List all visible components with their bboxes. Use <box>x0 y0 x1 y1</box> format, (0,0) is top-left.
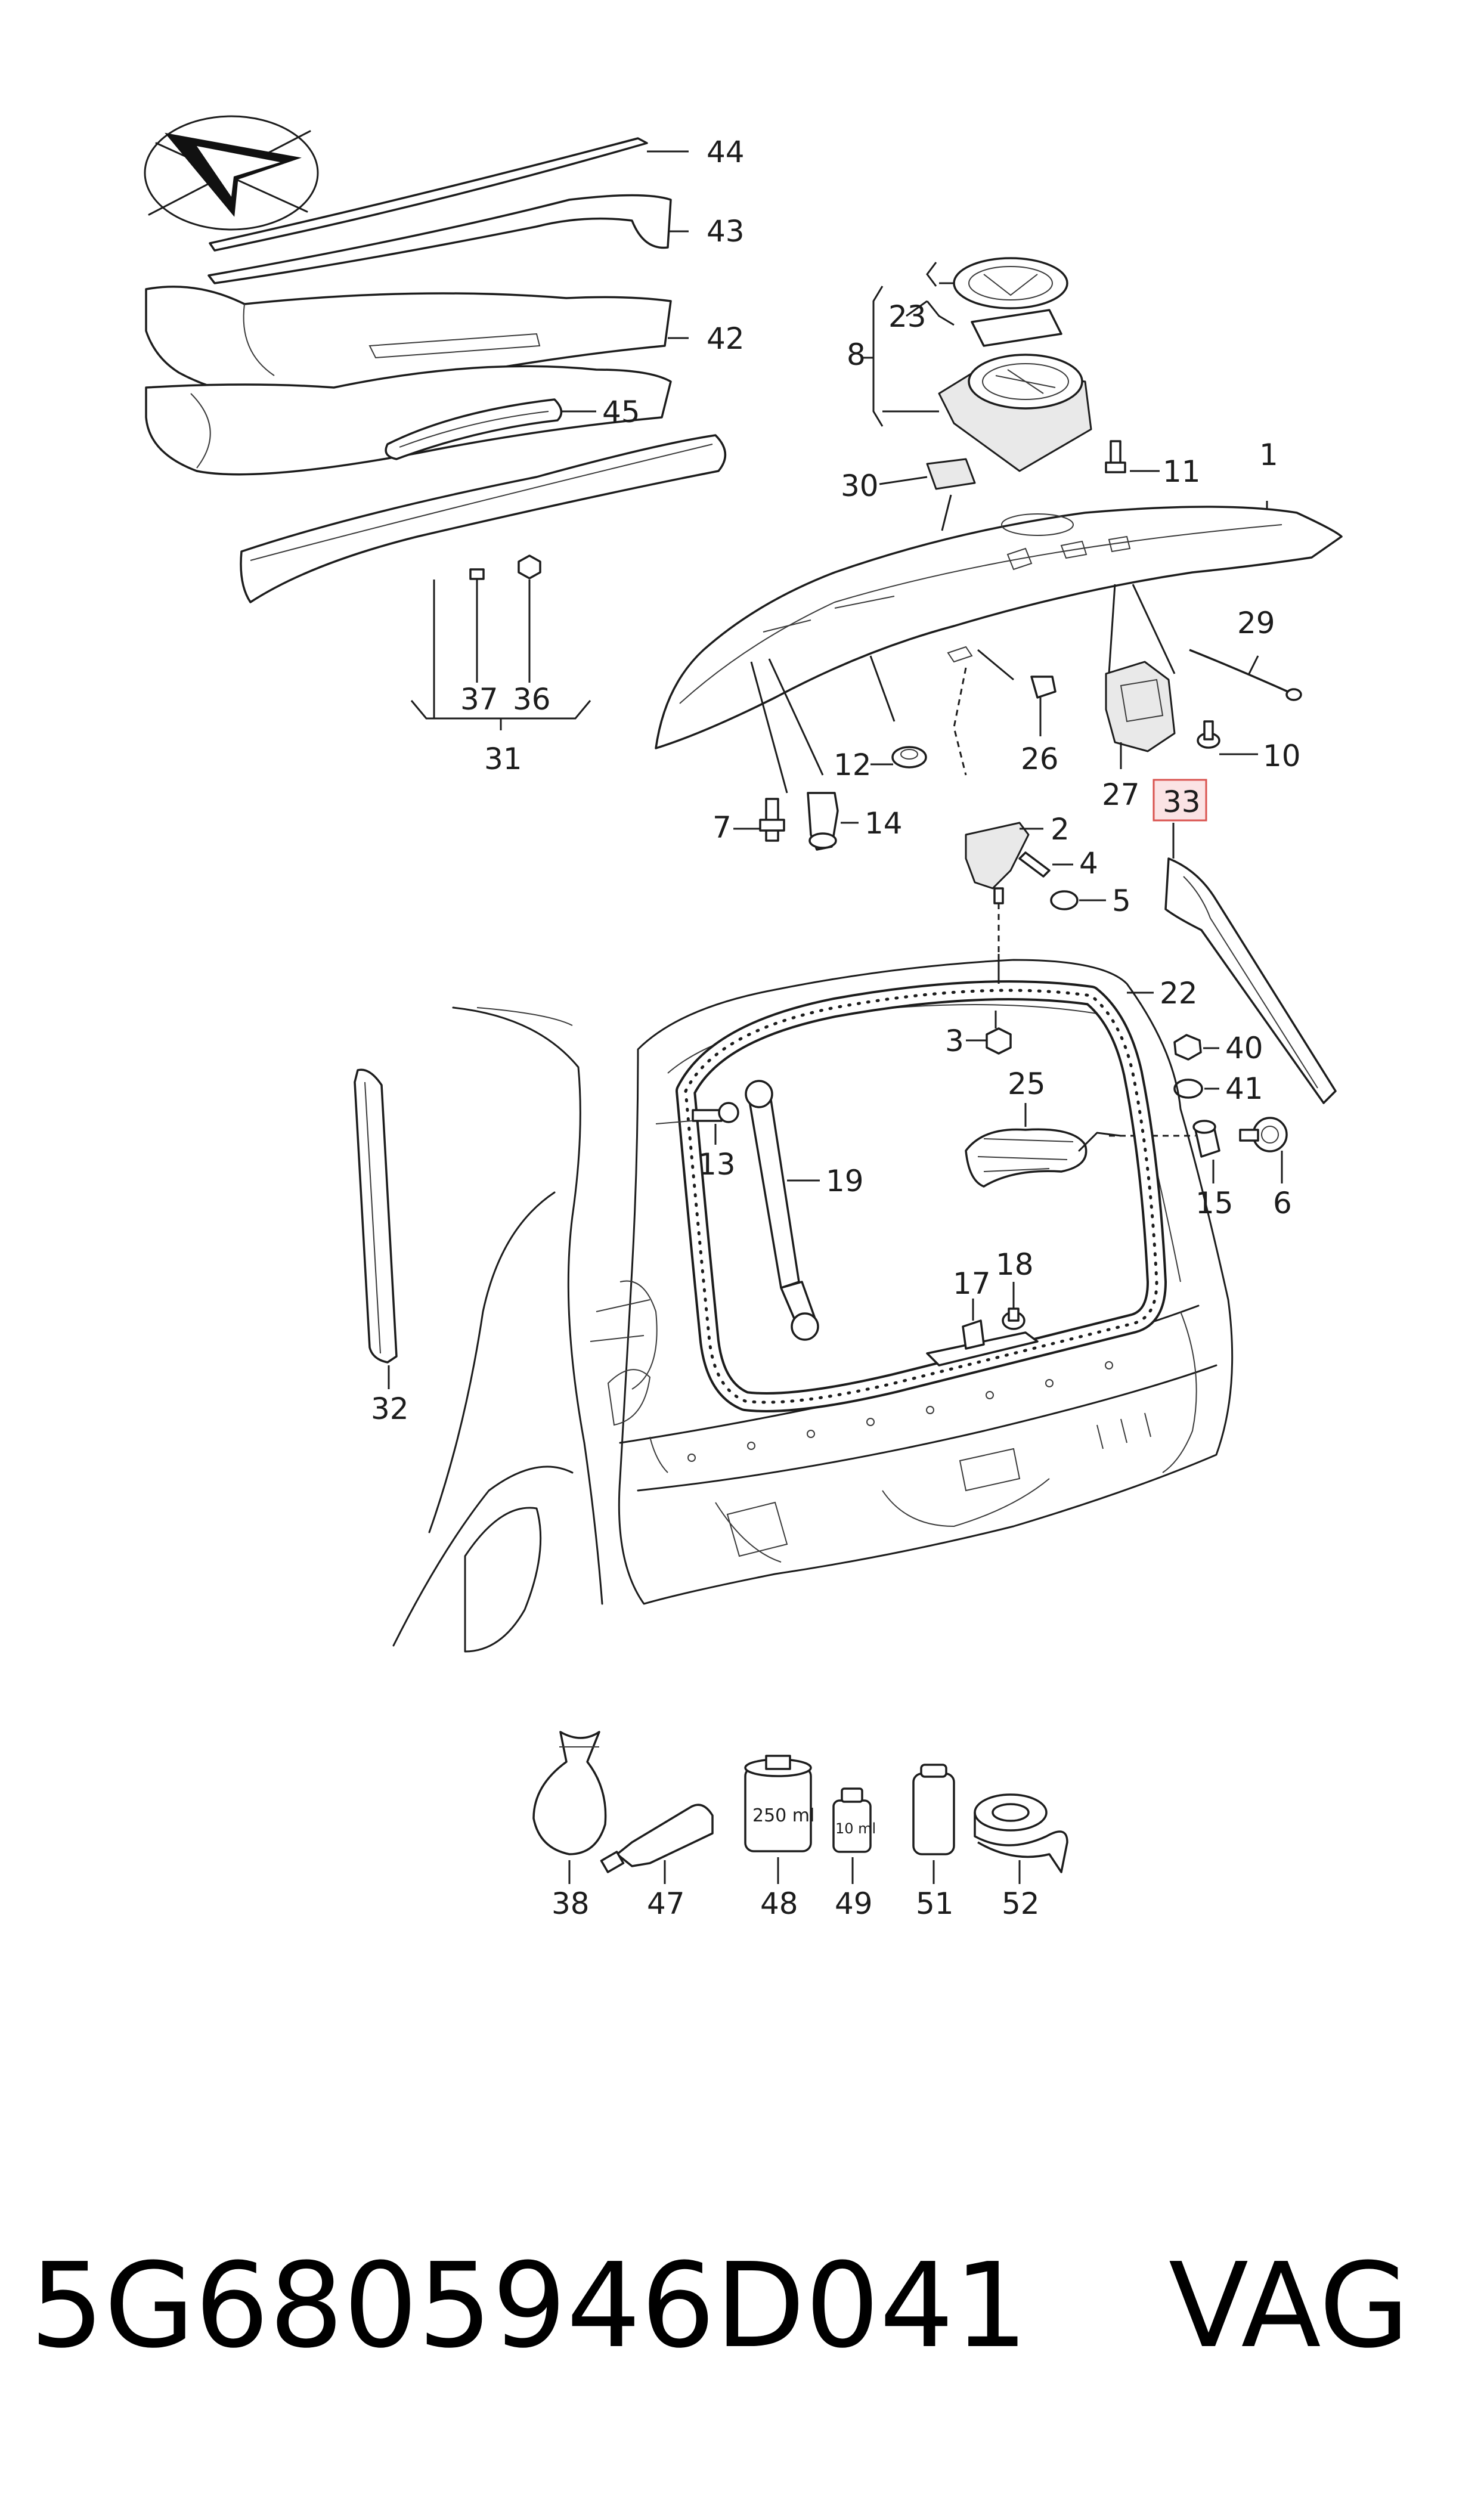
grommet-12 <box>870 746 927 769</box>
bolt-4 <box>1018 851 1073 878</box>
callout-14: 14 <box>865 806 903 841</box>
callout-45: 45 <box>602 395 640 429</box>
callout-43: 43 <box>707 214 745 249</box>
callout-29: 29 <box>1237 606 1275 640</box>
nut-40 <box>1173 1034 1219 1061</box>
clip-26 <box>1030 676 1057 736</box>
cable-29 <box>1189 649 1302 701</box>
callout-22: 22 <box>1160 976 1198 1011</box>
callout-51: 51 <box>916 1886 954 1921</box>
buffer-15 <box>1109 1120 1220 1183</box>
hinge-2 <box>965 822 1043 954</box>
tape-roll-52 <box>974 1793 1068 1884</box>
brake-light-45 <box>385 398 596 460</box>
bolt-18 <box>1002 1282 1026 1330</box>
screw-11 <box>1105 440 1160 473</box>
callout-38: 38 <box>552 1886 590 1921</box>
callout-17: 17 <box>953 1266 991 1301</box>
callout-48: 48 <box>760 1886 798 1921</box>
trim-strip-44 <box>209 137 689 252</box>
callout-31: 31 <box>484 742 522 776</box>
callout-4: 4 <box>1079 846 1098 881</box>
callout-40: 40 <box>1225 1031 1263 1065</box>
lock-27 <box>1105 661 1176 769</box>
callout-3: 3 <box>945 1024 964 1058</box>
callout-1: 1 <box>1259 438 1278 472</box>
orientation-symbol <box>144 115 319 231</box>
callout-18: 18 <box>996 1247 1034 1282</box>
callout-7: 7 <box>712 810 732 845</box>
sealant-bag-38 <box>532 1731 607 1884</box>
bolt-7 <box>733 798 785 842</box>
bracket-23 <box>906 262 955 326</box>
screw-37 <box>469 568 485 683</box>
callout-44: 44 <box>707 135 745 169</box>
bracket-31 <box>410 580 591 730</box>
callout-11: 11 <box>1163 454 1201 489</box>
side-trim-32 <box>354 1068 398 1389</box>
callout-37: 37 <box>460 682 498 717</box>
callout-49: 49 <box>835 1886 873 1921</box>
callout-15: 15 <box>1195 1186 1234 1220</box>
bracket-8 <box>862 286 884 427</box>
gas-strut-19 <box>745 1080 820 1341</box>
callout-labels: 44 43 42 45 37 36 31 23 8 11 1 30 29 12 … <box>371 135 1301 1921</box>
seal-22 <box>676 954 1167 1412</box>
camera-module-8 <box>938 354 1092 472</box>
cable-guide-25 <box>965 1103 1122 1188</box>
callout-33: 33 <box>1163 785 1201 819</box>
callout-25: 25 <box>1008 1067 1046 1101</box>
callout-26: 26 <box>1021 742 1059 776</box>
bottle-10-label: 10 ml <box>835 1820 876 1837</box>
cover-30 <box>879 458 976 490</box>
striker-17 <box>926 1299 1039 1367</box>
callout-47: 47 <box>647 1886 685 1921</box>
bottle-250-label: 250 ml <box>752 1805 814 1826</box>
callout-8: 8 <box>847 337 866 372</box>
callout-27: 27 <box>1102 777 1140 812</box>
callout-10: 10 <box>1263 739 1301 773</box>
trim-panel-33 <box>1164 823 1337 1104</box>
screw-6 <box>1239 1117 1288 1183</box>
bottle-49 <box>832 1787 872 1884</box>
callout-6: 6 <box>1273 1186 1292 1220</box>
part-number: 5G6805946D041 <box>30 2238 1028 2374</box>
rear-glass-panel <box>240 434 727 603</box>
callout-52: 52 <box>1002 1886 1040 1921</box>
tailgate-1 <box>655 494 1343 749</box>
callout-23: 23 <box>888 299 927 334</box>
callout-32: 32 <box>371 1392 409 1426</box>
washer-41 <box>1173 1079 1219 1099</box>
nut-3 <box>966 1011 1012 1055</box>
cap-5 <box>1050 890 1106 910</box>
buffer-14 <box>807 792 859 851</box>
callout-12: 12 <box>834 748 872 782</box>
callout-30: 30 <box>841 469 879 503</box>
spoiler-top-43 <box>207 194 689 284</box>
callout-42: 42 <box>707 321 745 356</box>
spoiler-lower-shell <box>145 365 672 476</box>
bottle-48 <box>744 1755 812 1884</box>
bolt-10 <box>1197 720 1258 755</box>
ball-stud-13 <box>655 1102 739 1145</box>
callout-19: 19 <box>826 1164 864 1198</box>
emblem-23 <box>953 257 1068 347</box>
cartridge-51 <box>912 1764 955 1884</box>
callout-41: 41 <box>1225 1071 1263 1106</box>
callout-5: 5 <box>1112 884 1131 918</box>
callout-2: 2 <box>1051 812 1070 847</box>
adhesive-tube-47 <box>600 1804 714 1884</box>
car-body <box>392 959 1234 1653</box>
callout-33-highlight <box>1152 779 1207 822</box>
callout-36: 36 <box>513 682 551 717</box>
spoiler-42 <box>145 286 689 401</box>
screw-36 <box>518 554 541 683</box>
callout-13: 13 <box>698 1147 736 1182</box>
brand-name: VAG <box>1169 2238 1409 2374</box>
